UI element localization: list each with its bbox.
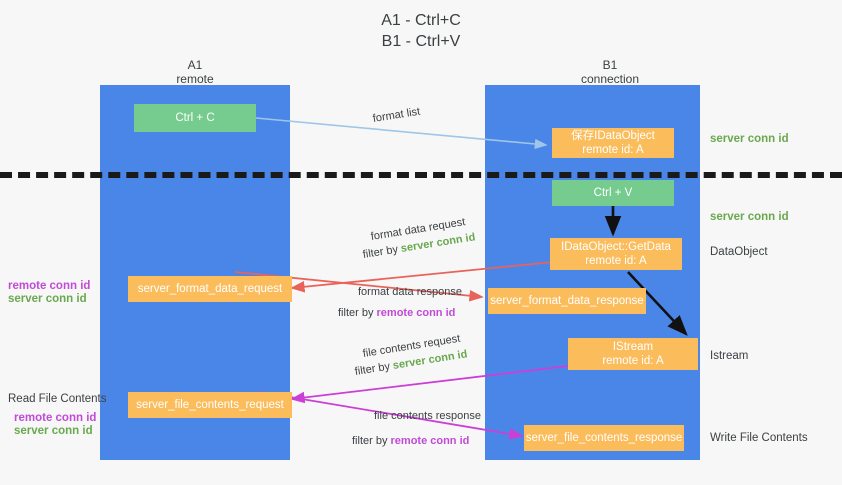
filter-value-remote-conn-id: remote conn id xyxy=(390,435,470,447)
box-ctrl-c[interactable]: Ctrl + C xyxy=(134,104,256,132)
caption-format-list: format list xyxy=(371,105,421,125)
filter-prefix: filter by xyxy=(361,243,402,261)
filter-prefix: filter by xyxy=(352,435,391,447)
box-ctrl-v[interactable]: Ctrl + V xyxy=(552,180,674,206)
label-server-conn-id-1: server conn id xyxy=(8,293,87,305)
separator-dashed-line xyxy=(0,172,842,178)
filter-prefix: filter by xyxy=(353,360,394,378)
box-server-file-contents-request[interactable]: server_file_contents_request xyxy=(128,392,292,418)
box-server-format-data-response[interactable]: server_format_data_response xyxy=(488,288,646,314)
label-server-conn-id-top: server conn id xyxy=(710,133,789,145)
label-server-conn-id-second: server conn id xyxy=(710,211,789,223)
label-istream: Istream xyxy=(710,350,749,362)
label-remote-conn-id-1: remote conn id xyxy=(8,280,91,292)
label-dataobject: DataObject xyxy=(710,246,768,258)
box-server-file-contents-response[interactable]: server_file_contents_response xyxy=(524,425,684,451)
caption-format-data-response: format data response xyxy=(358,286,462,298)
lane-header-a1: A1 remote xyxy=(176,58,214,86)
lane-header-b1: B1 connection xyxy=(580,58,640,86)
diagram-title: A1 - Ctrl+C B1 - Ctrl+V xyxy=(381,12,461,50)
box-server-format-data-request[interactable]: server_format_data_request xyxy=(128,276,292,302)
box-idataobject-getdata[interactable]: IDataObject::GetData remote id: A xyxy=(550,238,682,270)
label-remote-conn-id-2: remote conn id xyxy=(14,412,97,424)
caption-format-data-response-filter: filter by remote conn id xyxy=(338,306,455,321)
filter-prefix: filter by xyxy=(338,307,377,319)
label-server-conn-id-2: server conn id xyxy=(14,425,93,437)
caption-file-contents-response-filter: filter by remote conn id xyxy=(352,434,469,449)
label-write-file-contents: Write File Contents xyxy=(710,432,808,444)
filter-value-remote-conn-id: remote conn id xyxy=(376,307,456,319)
box-save-idataobject[interactable]: 保存IDataObject remote id: A xyxy=(552,128,674,158)
label-read-file-contents: Read File Contents xyxy=(8,393,107,405)
box-istream[interactable]: IStream remote id: A xyxy=(568,338,698,370)
caption-file-contents-response: file contents response xyxy=(374,410,482,422)
